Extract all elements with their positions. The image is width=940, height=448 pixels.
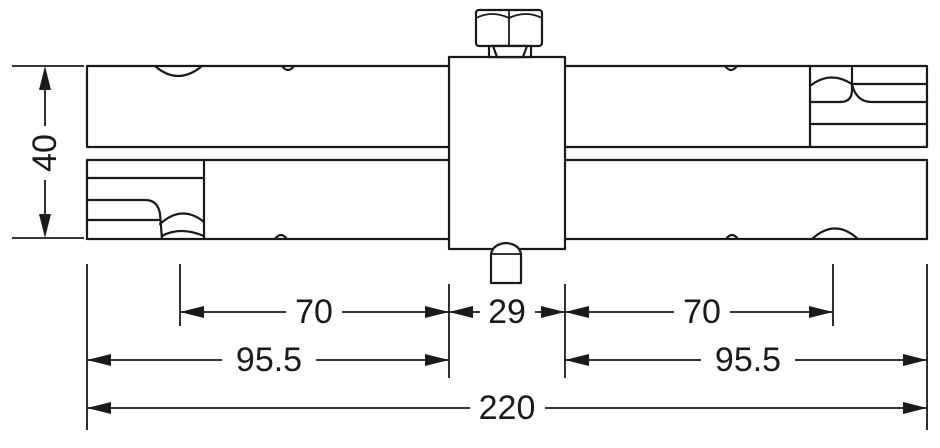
arrowhead-left bbox=[449, 306, 473, 318]
arrowhead-right bbox=[903, 402, 927, 414]
outer-left-dimension: 95.5 bbox=[87, 341, 449, 379]
outer-right-dimension: 95.5 bbox=[565, 341, 927, 379]
arrowhead-right bbox=[425, 306, 449, 318]
inner-left-dimension: 70 bbox=[180, 293, 449, 331]
inner-left-label: 70 bbox=[295, 293, 333, 331]
arrowhead-down bbox=[39, 214, 51, 238]
total-label: 220 bbox=[479, 389, 536, 427]
center-clamp-block bbox=[447, 8, 567, 285]
arrowhead-right bbox=[425, 354, 449, 366]
arrowhead-right bbox=[541, 306, 565, 318]
arrowhead-left bbox=[565, 354, 589, 366]
height-dimension: 40 bbox=[12, 65, 84, 239]
inner-right-dimension: 70 bbox=[565, 293, 833, 331]
arrowhead-left bbox=[87, 354, 111, 366]
arrowhead-right bbox=[809, 306, 833, 318]
arrowhead-up bbox=[39, 66, 51, 90]
hex-screw-head bbox=[474, 8, 544, 59]
center-label: 29 bbox=[488, 293, 526, 331]
center-dimension: 29 bbox=[449, 293, 565, 331]
outer-right-label: 95.5 bbox=[715, 341, 781, 379]
arrowhead-left bbox=[87, 402, 111, 414]
total-dimension: 220 bbox=[87, 389, 927, 427]
arrowhead-left bbox=[565, 306, 589, 318]
arrowhead-left bbox=[180, 306, 204, 318]
extension-lines bbox=[86, 264, 928, 430]
arrowhead-right bbox=[903, 354, 927, 366]
inner-right-label: 70 bbox=[683, 293, 721, 331]
height-label: 40 bbox=[26, 134, 64, 172]
outer-left-label: 95.5 bbox=[236, 341, 302, 379]
bottom-pin bbox=[489, 241, 523, 285]
